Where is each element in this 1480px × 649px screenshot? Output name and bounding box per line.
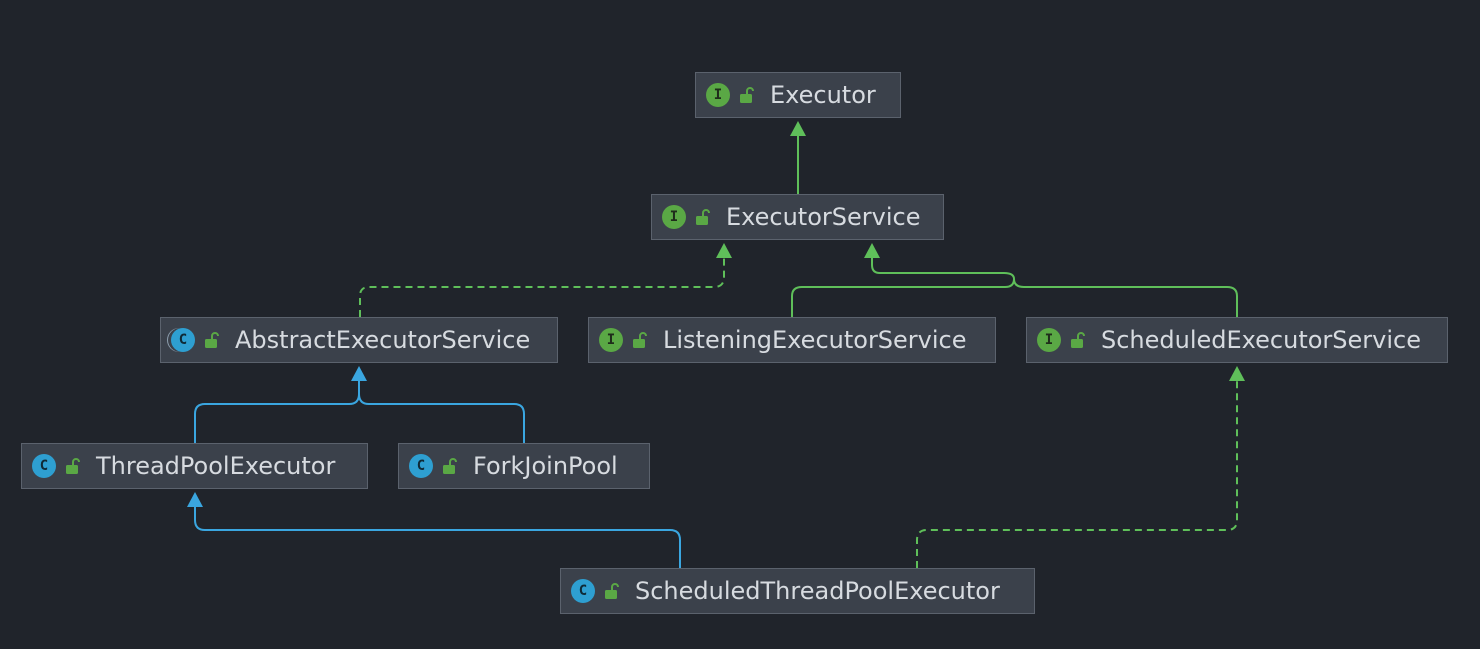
arrowhead-thread-pool bbox=[187, 492, 203, 507]
edge-scheduled-tpe-to-thread-pool bbox=[194, 507, 681, 568]
node-executor-service[interactable]: I ExecutorService bbox=[651, 194, 944, 240]
arrowhead-executor bbox=[790, 121, 806, 136]
node-label: ExecutorService bbox=[726, 203, 921, 231]
node-listening-executor-service[interactable]: I ListeningExecutorService bbox=[588, 317, 996, 363]
edge-thread-pool-to-abstract bbox=[194, 381, 360, 443]
node-label: ListeningExecutorService bbox=[663, 326, 967, 354]
interface-badge-icon: I bbox=[706, 83, 730, 107]
public-lock-icon bbox=[1069, 331, 1087, 349]
edge-abstract-to-executor-service bbox=[359, 258, 725, 317]
abstract-class-badge-icon: C bbox=[171, 328, 195, 352]
edge-listening-to-executor-service bbox=[791, 258, 1016, 317]
arrowhead-abstract bbox=[351, 366, 367, 381]
interface-badge-icon: I bbox=[1037, 328, 1061, 352]
class-badge-icon: C bbox=[571, 579, 595, 603]
public-lock-icon bbox=[631, 331, 649, 349]
interface-badge-icon: I bbox=[599, 328, 623, 352]
edge-scheduled-tpe-to-scheduled-service bbox=[916, 381, 1238, 568]
class-badge-icon: C bbox=[409, 454, 433, 478]
public-lock-icon bbox=[441, 457, 459, 475]
node-abstract-executor-service[interactable]: C AbstractExecutorService bbox=[160, 317, 558, 363]
arrowhead-executor-service-left bbox=[716, 243, 732, 258]
edge-scheduled-to-executor-service bbox=[1013, 278, 1238, 317]
class-badge-icon: C bbox=[32, 454, 56, 478]
node-label: ScheduledExecutorService bbox=[1101, 326, 1421, 354]
public-lock-icon bbox=[694, 208, 712, 226]
public-lock-icon bbox=[203, 331, 221, 349]
node-label: ThreadPoolExecutor bbox=[96, 452, 336, 480]
node-thread-pool-executor[interactable]: C ThreadPoolExecutor bbox=[21, 443, 368, 489]
public-lock-icon bbox=[603, 582, 621, 600]
interface-badge-icon: I bbox=[662, 205, 686, 229]
node-fork-join-pool[interactable]: C ForkJoinPool bbox=[398, 443, 650, 489]
node-scheduled-thread-pool-executor[interactable]: C ScheduledThreadPoolExecutor bbox=[560, 568, 1035, 614]
node-label: ForkJoinPool bbox=[473, 452, 618, 480]
node-label: AbstractExecutorService bbox=[235, 326, 531, 354]
arrowhead-executor-service-right bbox=[864, 243, 880, 258]
arrowhead-scheduled-service bbox=[1229, 366, 1245, 381]
public-lock-icon bbox=[738, 86, 756, 104]
public-lock-icon bbox=[64, 457, 82, 475]
node-scheduled-executor-service[interactable]: I ScheduledExecutorService bbox=[1026, 317, 1448, 363]
node-label: ScheduledThreadPoolExecutor bbox=[635, 577, 1000, 605]
node-label: Executor bbox=[770, 81, 876, 109]
edge-fork-join-to-abstract bbox=[358, 393, 525, 443]
node-executor[interactable]: I Executor bbox=[695, 72, 901, 118]
